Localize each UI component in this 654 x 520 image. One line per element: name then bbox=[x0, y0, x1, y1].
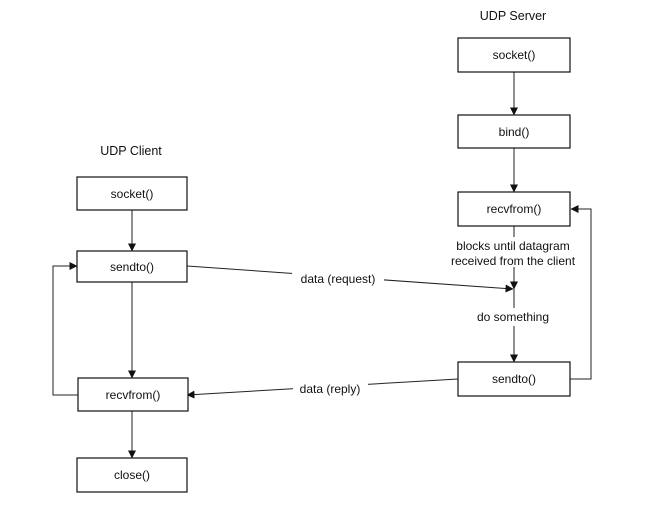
server-socket-label: socket() bbox=[493, 48, 536, 62]
arrow-server-loop-back bbox=[570, 205, 592, 380]
server-bind-box: bind() bbox=[457, 114, 571, 149]
client-sendto-box: sendto() bbox=[76, 250, 188, 283]
server-title: UDP Server bbox=[480, 9, 546, 23]
client-socket-label: socket() bbox=[111, 187, 154, 201]
arrow-client-loop-back bbox=[52, 262, 78, 396]
server-socket-box: socket() bbox=[457, 37, 571, 73]
client-close-label: close() bbox=[114, 468, 150, 482]
blocks-note-line1: blocks until datagram bbox=[456, 239, 569, 253]
client-sendto-label: sendto() bbox=[110, 260, 154, 274]
server-bind-label: bind() bbox=[499, 125, 530, 139]
server-recvfrom-label: recvfrom() bbox=[487, 202, 542, 216]
blocks-note-line2: received from the client bbox=[451, 254, 576, 268]
server-sendto-label: sendto() bbox=[492, 372, 536, 386]
server-recvfrom-box: recvfrom() bbox=[457, 191, 571, 227]
client-close-box: close() bbox=[76, 457, 188, 493]
client-recvfrom-box: recvfrom() bbox=[77, 377, 189, 412]
request-message-label: data (request) bbox=[301, 272, 376, 286]
client-recvfrom-label: recvfrom() bbox=[106, 388, 161, 402]
do-something-note: do something bbox=[477, 310, 549, 324]
server-sendto-box: sendto() bbox=[457, 361, 571, 397]
client-socket-box: socket() bbox=[76, 176, 188, 211]
reply-message-label: data (reply) bbox=[300, 382, 361, 396]
client-title: UDP Client bbox=[100, 144, 162, 158]
